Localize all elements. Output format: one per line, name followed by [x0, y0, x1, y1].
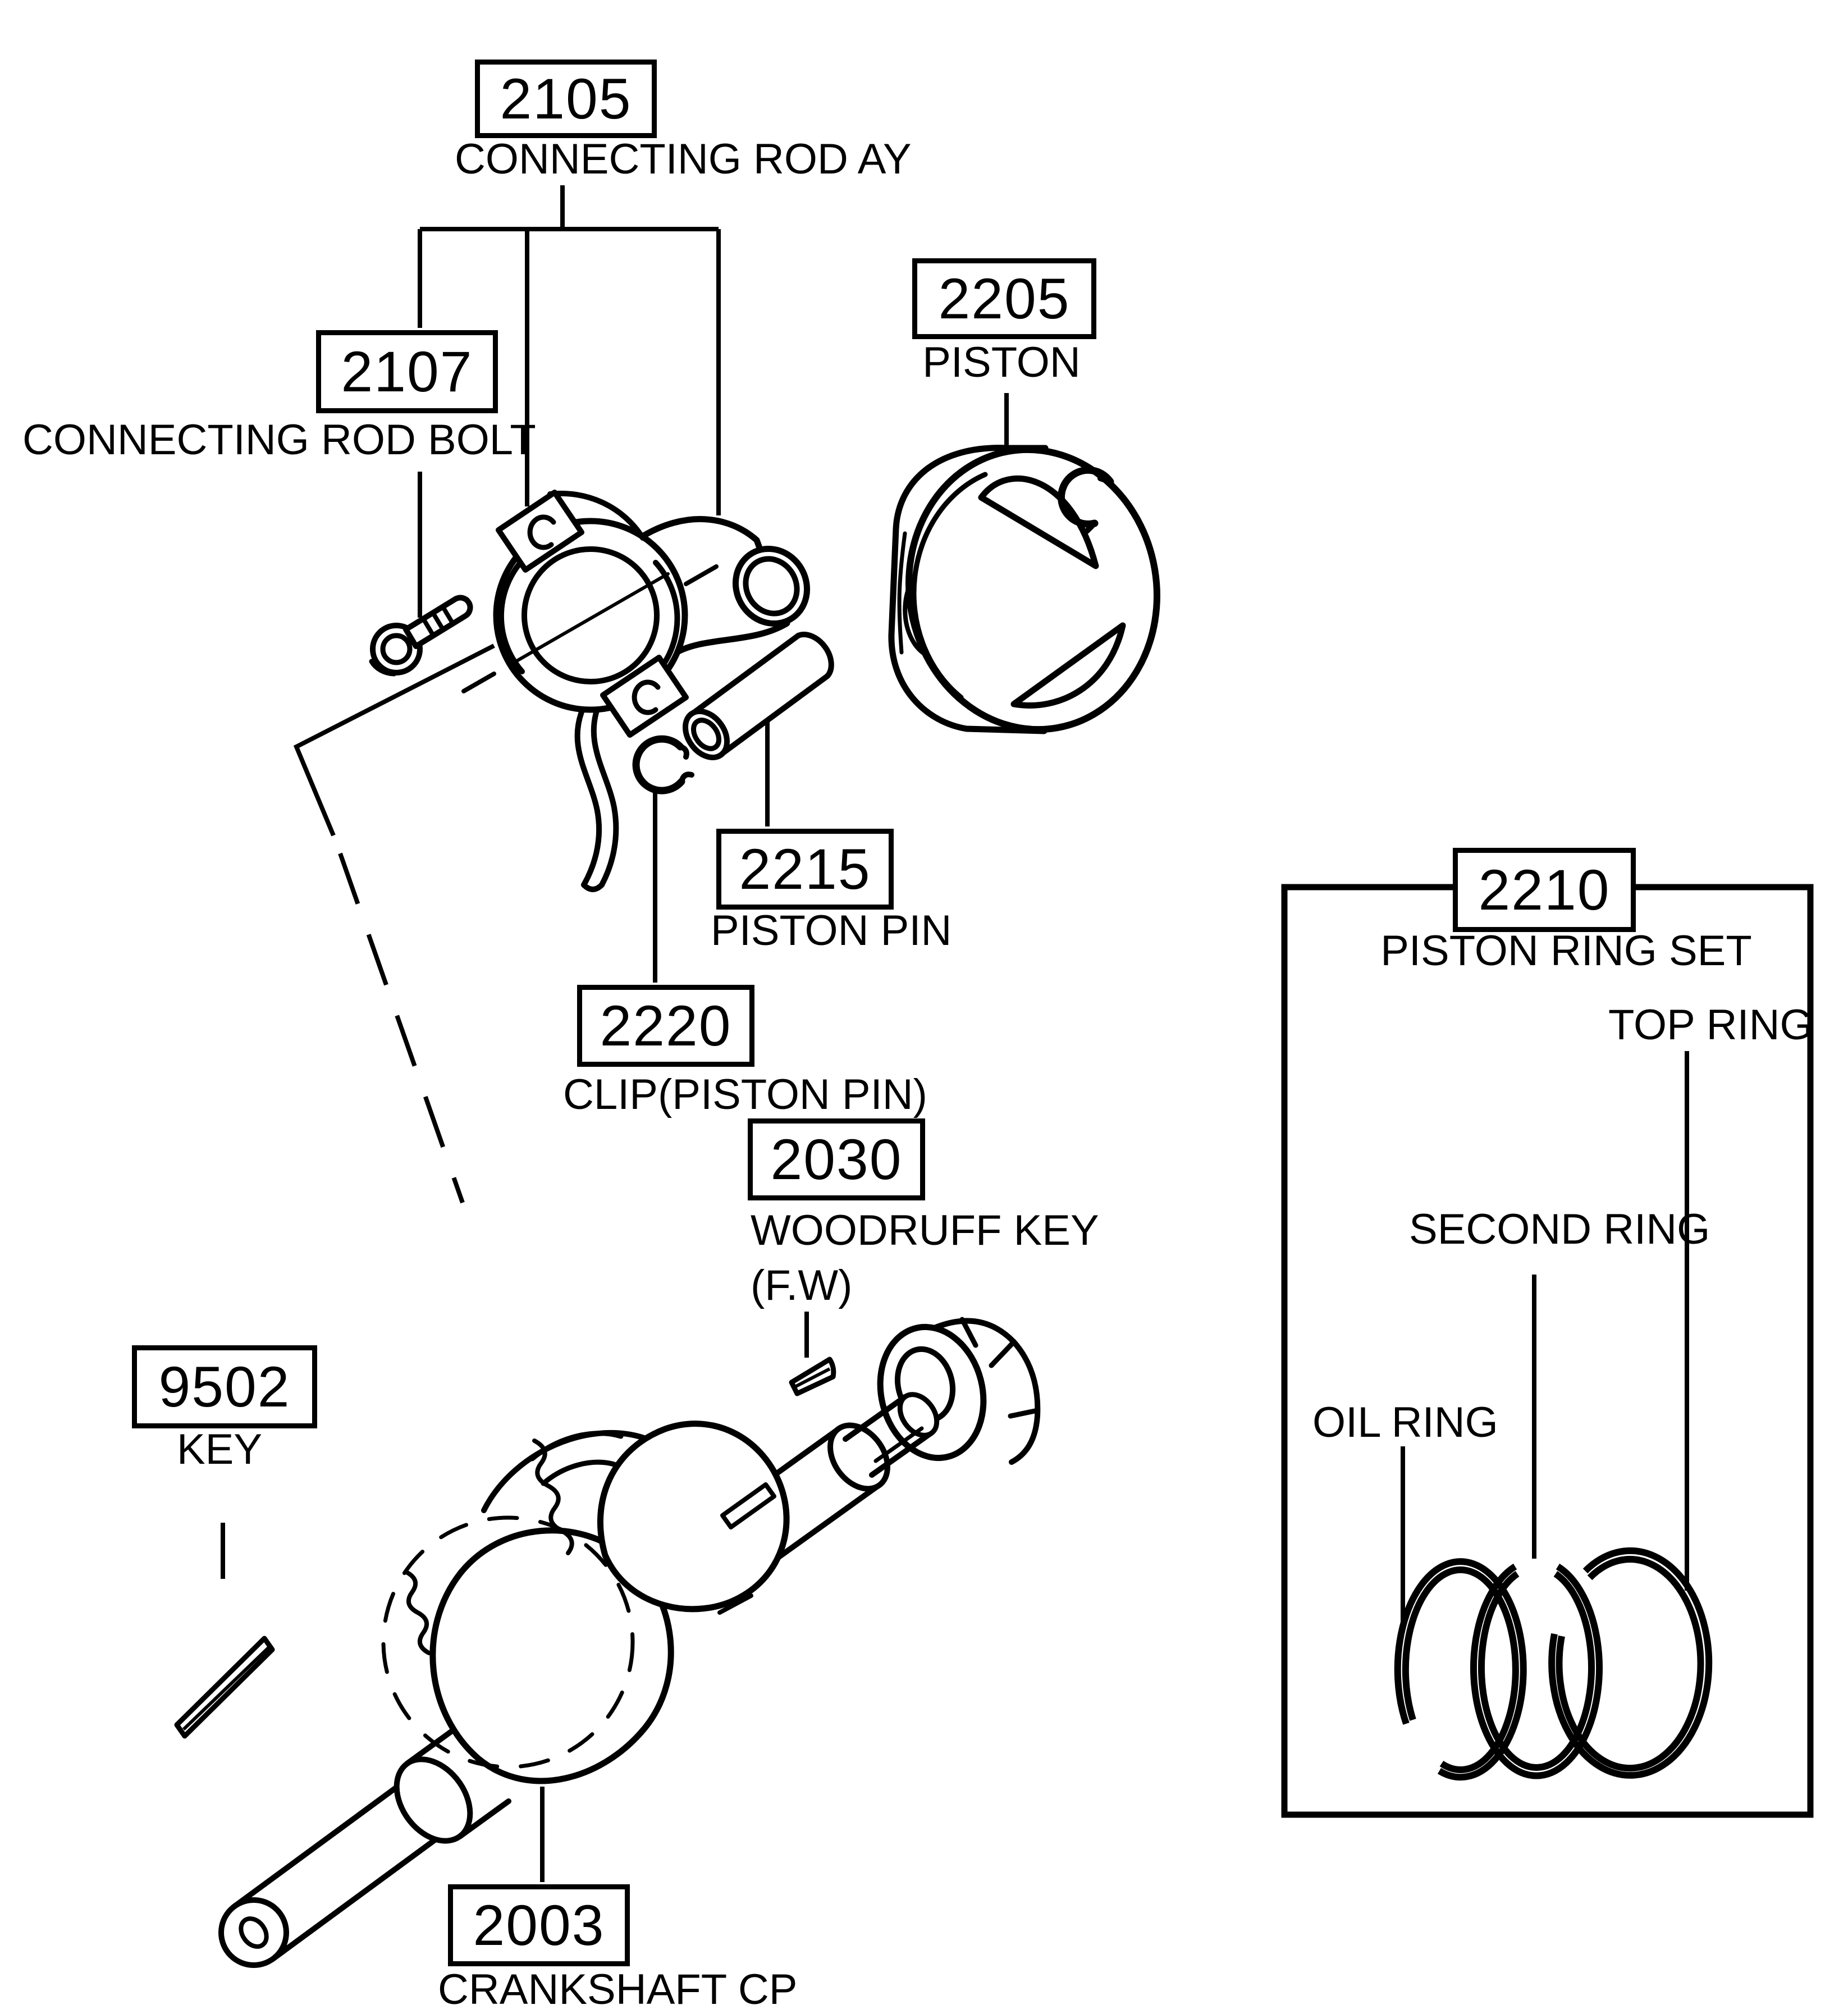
- part-tag-key: 9502: [132, 1345, 317, 1428]
- part-tag-pin-clip: 2220: [577, 985, 754, 1067]
- part-caption-woodruff-key-note: (F.W): [751, 1262, 853, 1309]
- flange-nut-drawing: [877, 1317, 1041, 1465]
- top-ring-drawing: [1548, 1547, 1713, 1779]
- part-tag-piston-pin: 2215: [716, 829, 894, 910]
- part-caption-piston-ring-set: PISTON RING SET: [1380, 927, 1752, 975]
- part-caption-woodruff-key: WOODRUFF KEY: [751, 1207, 1099, 1254]
- woodruff-key-drawing: [789, 1357, 836, 1396]
- crankshaft-drawing: [218, 1392, 940, 1968]
- key-drawing: [174, 1636, 275, 1739]
- part-caption-piston: PISTON: [922, 339, 1081, 386]
- part-caption-crankshaft: CRANKSHAFT CP: [438, 1966, 798, 2013]
- part-tag-rod-bolt: 2107: [316, 330, 498, 413]
- connecting-rod-drawing: [461, 490, 811, 892]
- piston-pin-drawing: [682, 632, 834, 760]
- ring-set-drawing: [1281, 884, 1814, 1818]
- part-tag-woodruff-key: 2030: [748, 1118, 925, 1200]
- piston-drawing: [888, 445, 1160, 734]
- part-caption-key: KEY: [176, 1426, 263, 1473]
- alignment-line-solid: [293, 643, 495, 837]
- part-tag-connecting-rod: 2105: [475, 60, 657, 138]
- label-top-ring: TOP RING: [1608, 1001, 1813, 1049]
- leader-connecting-rod: [418, 185, 721, 515]
- second-ring-drawing: [1470, 1563, 1603, 1779]
- part-caption-connecting-rod: CONNECTING ROD AY: [455, 135, 912, 183]
- label-oil-ring: OIL RING: [1312, 1399, 1498, 1446]
- part-caption-rod-bolt: CONNECTING ROD BOLT: [22, 416, 536, 464]
- part-tag-piston: 2205: [912, 258, 1096, 339]
- leader-lines: [221, 185, 1689, 1882]
- pin-clip-drawing: [632, 735, 694, 794]
- piston-clip-drawing: [1058, 466, 1114, 534]
- part-tag-crankshaft: 2003: [448, 1884, 630, 1966]
- rod-bolt-drawing: [369, 595, 473, 677]
- part-caption-piston-pin: PISTON PIN: [711, 907, 952, 955]
- part-tag-piston-ring-set: 2210: [1453, 848, 1636, 932]
- alignment-line-dashed: [338, 852, 465, 1204]
- label-second-ring: SECOND RING: [1409, 1205, 1710, 1253]
- part-caption-pin-clip: CLIP(PISTON PIN): [563, 1071, 927, 1118]
